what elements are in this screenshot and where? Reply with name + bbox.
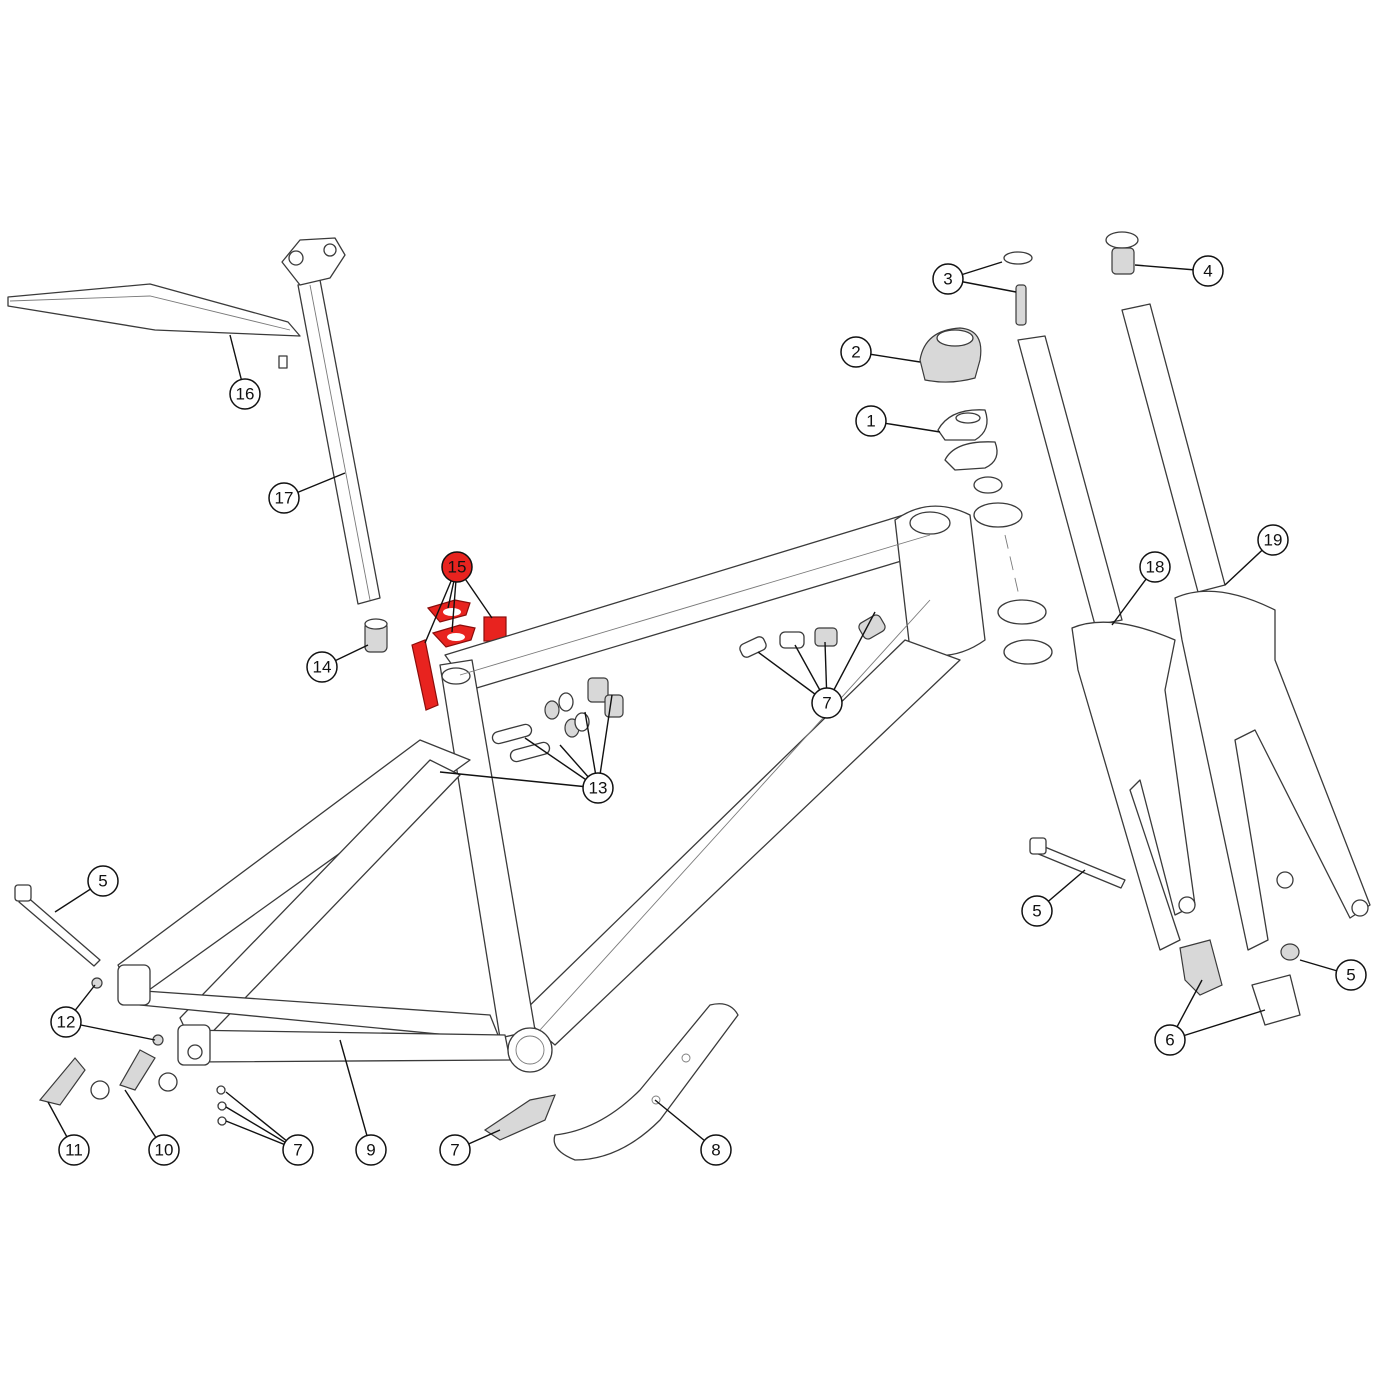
frame — [117, 505, 986, 1073]
callout-2: 2 — [840, 336, 872, 368]
thru-axles — [14, 837, 1300, 967]
leader-line-9 — [339, 1039, 372, 1151]
callout-5: 5 — [1021, 895, 1053, 927]
callout-7: 7 — [282, 1134, 314, 1166]
callout-label: 5 — [1346, 966, 1355, 985]
callout-label: 5 — [1032, 902, 1041, 921]
callout-16: 16 — [229, 378, 261, 410]
callout-label: 5 — [98, 872, 107, 891]
callout-5: 5 — [1335, 959, 1367, 991]
callout-13: 13 — [582, 772, 614, 804]
derailleur-hangers — [38, 977, 178, 1106]
rear-fender — [7, 283, 301, 369]
callout-label: 6 — [1165, 1031, 1174, 1050]
callout-15: 15 — [441, 551, 473, 583]
callout-label: 7 — [822, 694, 831, 713]
chainstay-protector — [553, 1003, 739, 1161]
callout-label: 16 — [236, 385, 255, 404]
callout-label: 7 — [293, 1141, 302, 1160]
callout-label: 18 — [1146, 558, 1165, 577]
callout-label: 17 — [275, 489, 294, 508]
callout-label: 8 — [711, 1141, 720, 1160]
callout-label: 10 — [155, 1141, 174, 1160]
callout-10: 10 — [148, 1134, 180, 1166]
leader-line-7 — [826, 611, 876, 704]
callout-label: 12 — [57, 1013, 76, 1032]
fork-18 — [1017, 335, 1196, 951]
callout-7: 7 — [811, 687, 843, 719]
callout-label: 4 — [1203, 262, 1212, 281]
callout-11: 11 — [58, 1134, 90, 1166]
callout-label: 1 — [866, 412, 875, 431]
callout-label: 19 — [1264, 531, 1283, 550]
leader-line-6 — [1169, 1009, 1266, 1041]
callout-8: 8 — [700, 1134, 732, 1166]
headset — [919, 231, 1139, 665]
callout-17: 17 — [268, 482, 300, 514]
callout-label: 15 — [448, 558, 467, 577]
callout-19: 19 — [1257, 524, 1289, 556]
callout-label: 2 — [851, 343, 860, 362]
callout-label: 9 — [366, 1141, 375, 1160]
callout-label: 11 — [65, 1141, 83, 1160]
callout-label: 14 — [313, 658, 332, 677]
callout-7: 7 — [439, 1134, 471, 1166]
callout-12: 12 — [50, 1006, 82, 1038]
highlighted-parts-15 — [411, 599, 507, 711]
callout-label: 7 — [450, 1141, 459, 1160]
cable-guides-7 — [216, 614, 886, 1141]
leader-line-13 — [439, 771, 599, 789]
callout-9: 9 — [355, 1134, 387, 1166]
callout-6: 6 — [1154, 1024, 1186, 1056]
callout-label: 13 — [589, 779, 608, 798]
callout-18: 18 — [1139, 551, 1171, 583]
callout-5: 5 — [87, 865, 119, 897]
callout-1: 1 — [855, 405, 887, 437]
hardware-13 — [491, 677, 624, 763]
seatpost — [281, 237, 381, 605]
callout-4: 4 — [1192, 255, 1224, 287]
seat-plug — [364, 618, 388, 653]
callout-label: 3 — [943, 270, 952, 289]
callout-3: 3 — [932, 263, 964, 295]
callout-14: 14 — [306, 651, 338, 683]
fork-covers-6 — [1179, 939, 1301, 1026]
